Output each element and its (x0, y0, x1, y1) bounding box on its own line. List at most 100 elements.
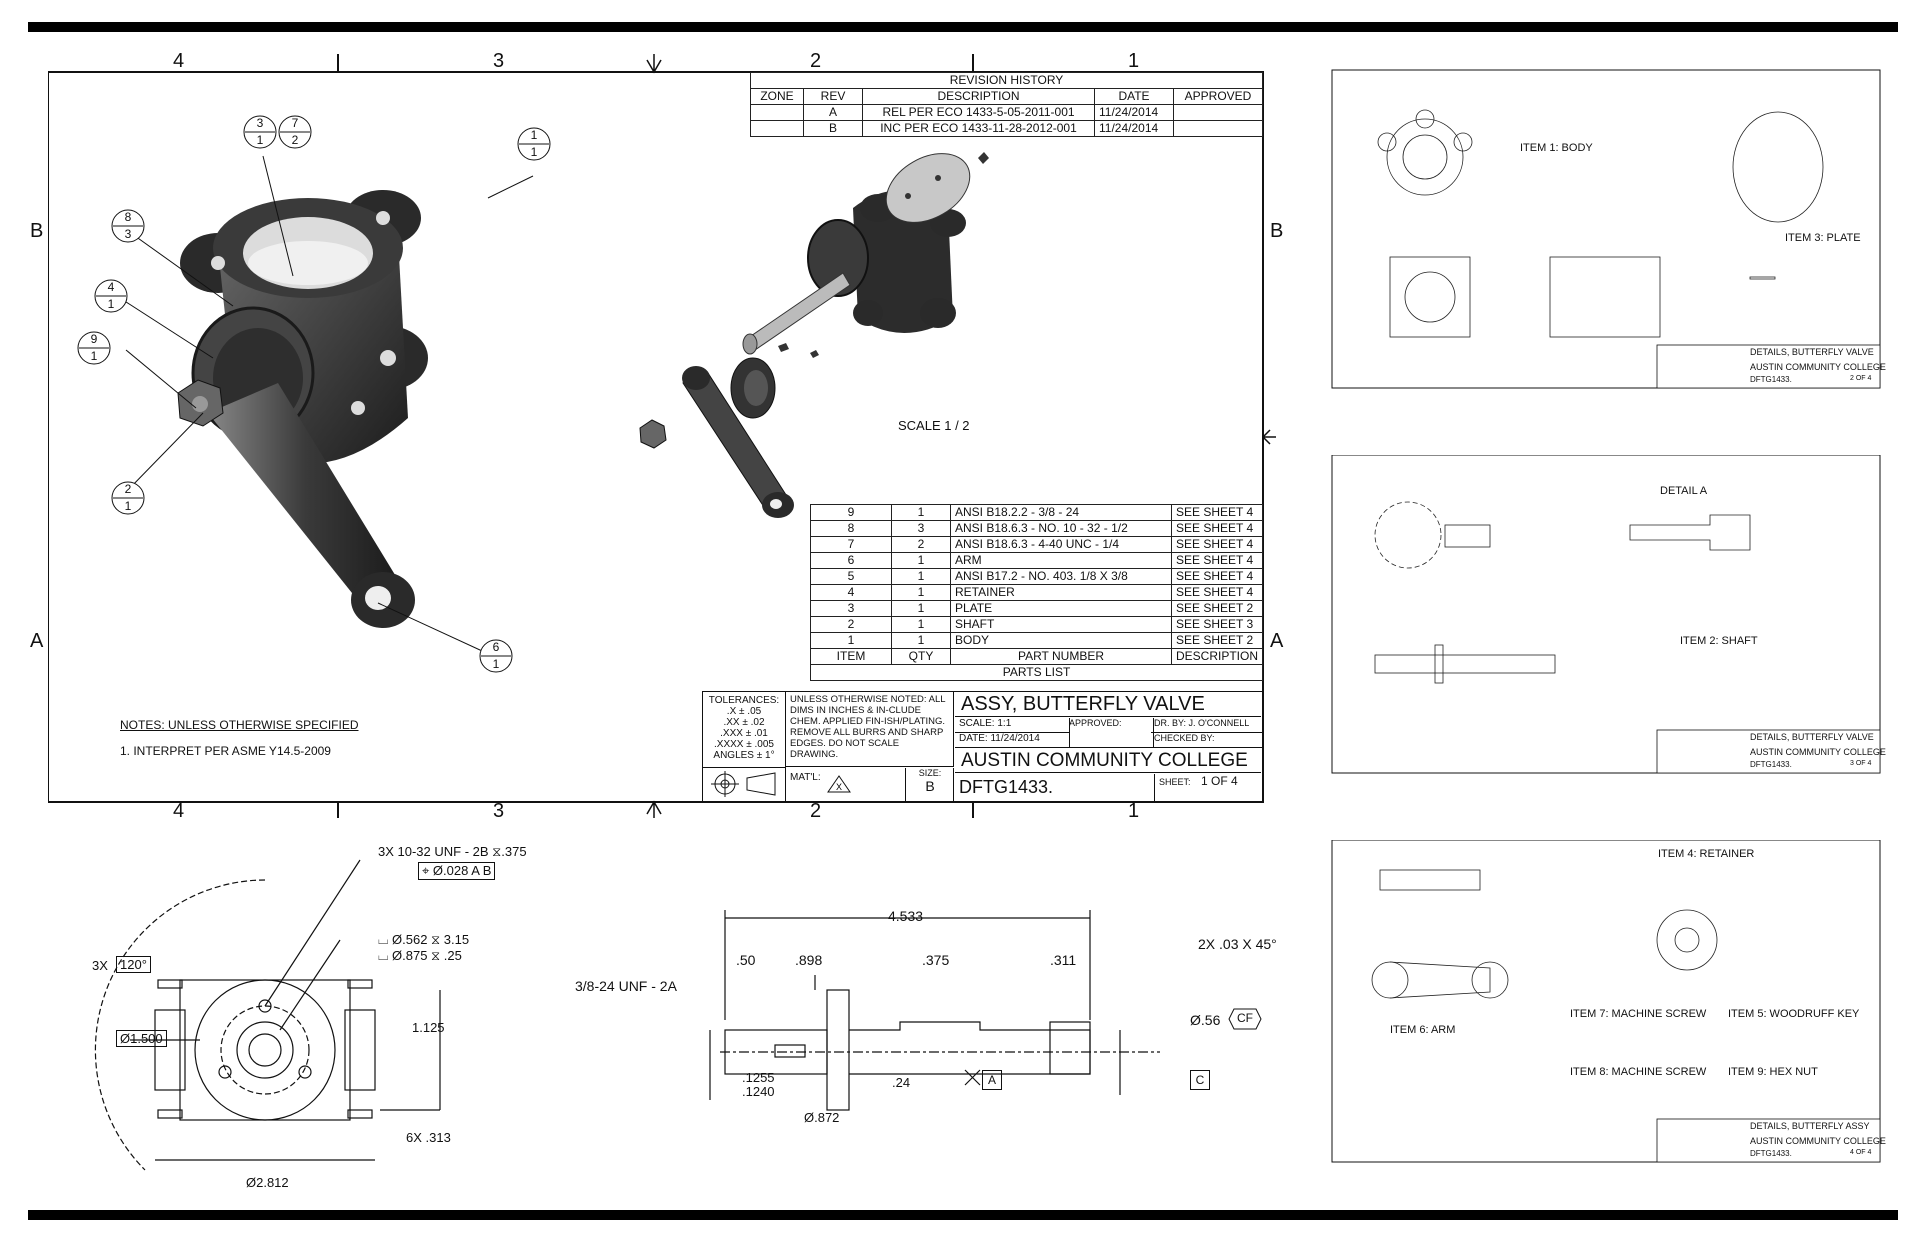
angle-dimension: 120° (116, 956, 151, 973)
parts-cell: 3 (891, 520, 951, 537)
hexagon-icon (1228, 1008, 1262, 1030)
shaft-view-drawing (709, 910, 1160, 1111)
assembled-valve-drawing (177, 190, 428, 628)
parts-cell: 6 (810, 552, 892, 569)
parts-cell: 3 (810, 600, 892, 617)
parts-cell: 5 (810, 568, 892, 585)
material-symbol-icon: X (827, 775, 851, 793)
parts-list-title: PARTS LIST (810, 664, 1263, 681)
title-block: TOLERANCES: .X ± .05 .XX ± .02 .XXX ± .0… (702, 691, 1264, 802)
revision-cell: REL PER ECO 1433-5-05-2011-001 (862, 104, 1095, 121)
revision-cell: 11/24/2014 (1094, 120, 1174, 137)
tolerance-value: .XXXX ± .005 (714, 739, 774, 750)
balloon-circle-icon (479, 639, 513, 673)
date-field: DATE: 11/24/2014 (955, 733, 1070, 748)
parts-cell: ANSI B18.6.3 - NO. 10 - 32 - 1/2 (950, 520, 1172, 537)
scale-field: SCALE: 1:1 (955, 718, 1070, 733)
parts-cell: SHAFT (950, 616, 1172, 633)
parts-cell: 8 (810, 520, 892, 537)
counterbore-callout: ⌴ Ø.875 ⧖ .25 (378, 948, 462, 963)
parts-header: QTY (891, 648, 951, 665)
parts-cell: SEE SHEET 4 (1170, 568, 1264, 585)
sheet-3-drawing (1331, 455, 1881, 774)
parts-cell: 1 (891, 504, 951, 521)
size-label: SIZE: (918, 768, 942, 778)
approved-field: APPROVED: (1066, 718, 1154, 748)
thumbnail-sheet-2[interactable]: ITEM 1: BODY ITEM 3: PLATE DETAILS, BUTT… (1330, 62, 1890, 402)
size-box: SIZE: B (907, 768, 954, 801)
sheet-number: 4 OF 4 (1850, 1149, 1872, 1156)
balloon-bottom: 1 (530, 145, 538, 159)
balloon-circle-icon (77, 331, 111, 365)
parts-cell: SEE SHEET 2 (1170, 632, 1264, 649)
hole-callout: 6X .313 (406, 1130, 451, 1145)
sheet-label: ITEM 5: WOODRUFF KEY (1728, 1008, 1860, 1020)
notes-item: 1. INTERPRET PER ASME Y14.5-2009 (120, 744, 331, 758)
overall-length-dimension: 4.533 (888, 908, 924, 924)
tolerance-value: .X ± .05 (726, 706, 762, 717)
balloon-bottom: 3 (124, 227, 132, 241)
organization-name: AUSTIN COMMUNITY COLLEGE (955, 748, 1261, 773)
chamfer-callout: 2X .03 X 45° (1198, 936, 1277, 952)
parts-cell: ANSI B17.2 - NO. 403. 1/8 X 3/8 (950, 568, 1172, 585)
tolerances-box: TOLERANCES: .X ± .05 .XX ± .02 .XXX ± .0… (703, 692, 786, 768)
sheet-org: AUSTIN COMMUNITY COLLEGE (1750, 362, 1886, 372)
parts-cell: SEE SHEET 4 (1170, 504, 1264, 521)
sheet-org: AUSTIN COMMUNITY COLLEGE (1750, 1136, 1886, 1146)
revision-row: B INC PER ECO 1433-11-28-2012-001 11/24/… (750, 120, 1263, 137)
sheet-label: ITEM 4: RETAINER (1658, 848, 1755, 860)
cf-label: CF (1237, 1011, 1253, 1025)
parts-cell: ANSI B18.6.3 - 4-40 UNC - 1/4 (950, 536, 1172, 553)
parts-cell: 1 (891, 568, 951, 585)
sheet-dwg-number: DFTG1433. (1750, 1149, 1792, 1158)
thumbnail-sheet-4[interactable]: ITEM 4: RETAINER ITEM 6: ARM ITEM 7: MAC… (1330, 840, 1890, 1180)
sheet-label: ITEM 1: BODY (1520, 142, 1593, 154)
material-box: MAT'L: X (786, 768, 906, 801)
thread-callout: 3X 10-32 UNF - 2B ⧖.375 (378, 844, 527, 859)
tolerance-value: .XX ± .02 (723, 717, 765, 728)
length-dimension: .50 (736, 952, 756, 968)
zone-col-label: 2 (810, 800, 822, 822)
zone-col-label: 1 (1128, 800, 1140, 822)
main-sheet-frame (48, 54, 1276, 818)
datum-a: A (982, 1070, 1002, 1090)
balloon-bottom: 1 (90, 349, 98, 363)
revision-cell: A (803, 104, 863, 121)
parts-cell: 4 (810, 584, 892, 601)
revision-cell (750, 120, 804, 137)
thumbnail-sheet-3[interactable]: DETAIL A ITEM 2: SHAFT DETAILS, BUTTERFL… (1330, 455, 1890, 795)
balloon-bottom: 1 (107, 297, 115, 311)
angle-count: 3X (92, 958, 108, 973)
notes-heading: NOTES: UNLESS OTHERWISE SPECIFIED (120, 718, 359, 732)
height-dimension: 1.125 (412, 1020, 445, 1035)
zone-col-label: 3 (493, 800, 505, 822)
length-dimension: .375 (922, 952, 950, 968)
revision-cell: B (803, 120, 863, 137)
sheet-label: SHEET: (1159, 777, 1191, 787)
balloon-bottom: 1 (124, 499, 132, 513)
revision-header: REV (803, 88, 863, 105)
sheet-label: ITEM 8: MACHINE SCREW (1570, 1066, 1707, 1078)
balloon-top: 1 (530, 128, 538, 142)
revision-header: APPROVED (1173, 88, 1263, 105)
sheet-dwg-number: DFTG1433. (1750, 760, 1792, 769)
parts-cell: SEE SHEET 3 (1170, 616, 1264, 633)
parts-header: DESCRIPTION (1170, 648, 1264, 665)
parts-cell: ANSI B18.2.2 - 3/8 - 24 (950, 504, 1172, 521)
tolerances-label: TOLERANCES: (708, 695, 780, 706)
zone-col-label: 4 (173, 800, 185, 822)
revision-cell (1173, 120, 1263, 137)
parts-cell: ARM (950, 552, 1172, 569)
parts-cell: RETAINER (950, 584, 1172, 601)
size-value: B (925, 778, 935, 794)
balloon-circle-icon (111, 481, 145, 515)
revision-history-table: REVISION HISTORY ZONE REV DESCRIPTION DA… (750, 72, 1263, 137)
parts-cell: SEE SHEET 2 (1170, 600, 1264, 617)
sheet-title: DETAILS, BUTTERFLY VALVE (1750, 347, 1874, 357)
zone-col-label: 4 (173, 50, 185, 72)
thread-callout: 3/8-24 UNF - 2A (575, 978, 677, 994)
parts-cell: SEE SHEET 4 (1170, 552, 1264, 569)
